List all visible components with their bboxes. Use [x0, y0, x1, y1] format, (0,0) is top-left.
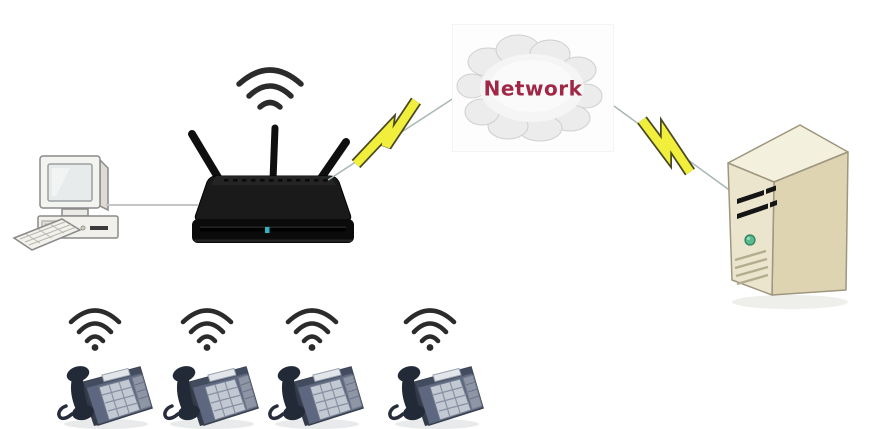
- ip-phone-icon: [158, 354, 262, 429]
- server-power-button: [744, 234, 756, 246]
- link-cloud-server: [612, 102, 734, 196]
- ip-phone-icon: [52, 354, 156, 429]
- ip-phone-icon: [263, 354, 367, 429]
- ip-phone-icon: [383, 354, 487, 429]
- server-tower-icon: [727, 124, 849, 309]
- ethernet-cable-line: [106, 204, 198, 206]
- cloud-label: Network: [484, 77, 583, 101]
- wifi-signal-icon: [236, 67, 304, 110]
- desktop-computer-node: [12, 150, 136, 262]
- link-router-cloud: [328, 92, 460, 182]
- wifi-signal-icon: [178, 300, 236, 352]
- wifi-signal-icon: [401, 300, 459, 352]
- ip-phone-node-1: [52, 300, 156, 428]
- network-cloud-node: Network: [452, 24, 614, 152]
- ip-phone-node-4: [383, 300, 487, 428]
- wifi-signal-icon: [66, 300, 124, 352]
- wireless-router-icon: [188, 124, 354, 243]
- server-node: [720, 122, 858, 314]
- lightning-bolt-icon: [328, 93, 460, 181]
- router-led: [265, 227, 270, 233]
- desktop-computer-icon: [12, 155, 119, 251]
- network-cloud-icon: Network: [452, 24, 614, 152]
- ip-phone-node-2: [158, 300, 262, 428]
- ip-phone-node-3: [263, 300, 367, 428]
- router-wifi-signal: [232, 56, 308, 118]
- lightning-bolt-icon: [613, 105, 733, 193]
- wireless-router-node: [178, 124, 354, 248]
- wifi-signal-icon: [283, 300, 341, 352]
